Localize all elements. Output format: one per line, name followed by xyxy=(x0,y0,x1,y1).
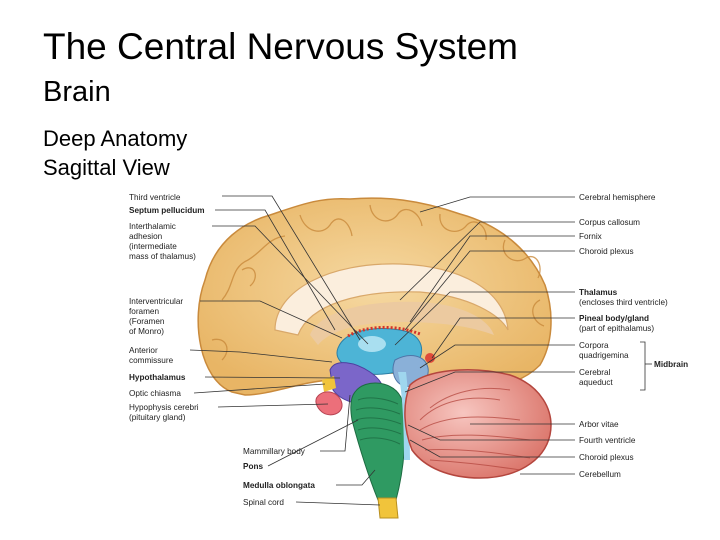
section-heading: Deep Anatomy xyxy=(43,126,188,151)
label-cerebellum: Cerebellum xyxy=(579,470,621,479)
label-anterior-commissure-2: commissure xyxy=(129,356,174,365)
label-interventricular-foramen-3: (Foramen xyxy=(129,317,165,326)
pons-striations xyxy=(355,397,402,445)
label-medulla-oblongata: Medulla oblongata xyxy=(243,481,315,490)
label-pons: Pons xyxy=(243,462,263,471)
label-interventricular-foramen-1: Interventricular xyxy=(129,297,183,306)
pineal-gland-shape xyxy=(425,353,435,363)
left-leader-lines xyxy=(189,195,369,408)
label-thalamus-2: (encloses third ventricle) xyxy=(579,298,668,307)
label-third-ventricle: Third ventricle xyxy=(129,193,181,202)
label-interventricular-foramen-2: foramen xyxy=(129,307,159,316)
choroid-plexus-shape xyxy=(347,325,421,338)
view-heading: Sagittal View xyxy=(43,155,170,180)
gyri-lines xyxy=(211,204,545,361)
label-pineal-body-2: (part of epithalamus) xyxy=(579,324,654,333)
label-optic-chiasma: Optic chiasma xyxy=(129,389,181,398)
slide-subtitle: Brain xyxy=(43,76,111,108)
label-interthalamic-adhesion-4: mass of thalamus) xyxy=(129,252,196,261)
label-spinal-cord: Spinal cord xyxy=(243,498,284,507)
label-hypophysis-cerebri-1: Hypophysis cerebri xyxy=(129,403,199,412)
brainstem-shape xyxy=(350,382,406,501)
label-cerebral-hemisphere: Cerebral hemisphere xyxy=(579,193,656,202)
label-mammillary-body: Mammillary body xyxy=(243,447,306,456)
label-midbrain: Midbrain xyxy=(654,360,688,369)
label-arbor-vitae: Arbor vitae xyxy=(579,420,619,429)
label-septum-pellucidum: Septum pellucidum xyxy=(129,206,205,215)
label-interventricular-foramen-4: of Monro) xyxy=(129,327,164,336)
label-choroid-plexus-bottom: Choroid plexus xyxy=(579,453,634,462)
label-corpora-quadrigemina-1: Corpora xyxy=(579,341,609,350)
label-interthalamic-adhesion-3: (intermediate xyxy=(129,242,177,251)
arbor-vitae-lines xyxy=(419,387,531,471)
spinal-cord-shape xyxy=(377,497,399,519)
optic-chiasma-shape xyxy=(322,376,336,392)
label-corpora-quadrigemina-2: quadrigemina xyxy=(579,351,629,360)
label-cerebral-aqueduct-1: Cerebral xyxy=(579,368,611,377)
label-anterior-commissure-1: Anterior xyxy=(129,346,158,355)
label-hypophysis-cerebri-2: (pituitary gland) xyxy=(129,413,186,422)
label-corpus-callosum: Corpus callosum xyxy=(579,218,640,227)
label-cerebral-aqueduct-2: aqueduct xyxy=(579,378,613,387)
label-hypothalamus: Hypothalamus xyxy=(129,373,186,382)
label-choroid-plexus-top: Choroid plexus xyxy=(579,247,634,256)
right-leader-lines xyxy=(394,196,652,475)
label-thalamus-1: Thalamus xyxy=(579,288,618,297)
septum-pellucidum-shape xyxy=(310,301,494,345)
label-pineal-body-1: Pineal body/gland xyxy=(579,314,649,323)
label-interthalamic-adhesion-1: Interthalamic xyxy=(129,222,176,231)
pituitary-shape xyxy=(315,391,343,416)
interthalamic-adhesion-shape xyxy=(358,336,386,352)
corpus-callosum-shape xyxy=(274,263,509,336)
label-fourth-ventricle: Fourth ventricle xyxy=(579,436,636,445)
slide-title: The Central Nervous System xyxy=(43,26,519,67)
label-interthalamic-adhesion-2: adhesion xyxy=(129,232,163,241)
label-fornix: Fornix xyxy=(579,232,602,241)
bottom-leader-lines xyxy=(267,394,381,506)
